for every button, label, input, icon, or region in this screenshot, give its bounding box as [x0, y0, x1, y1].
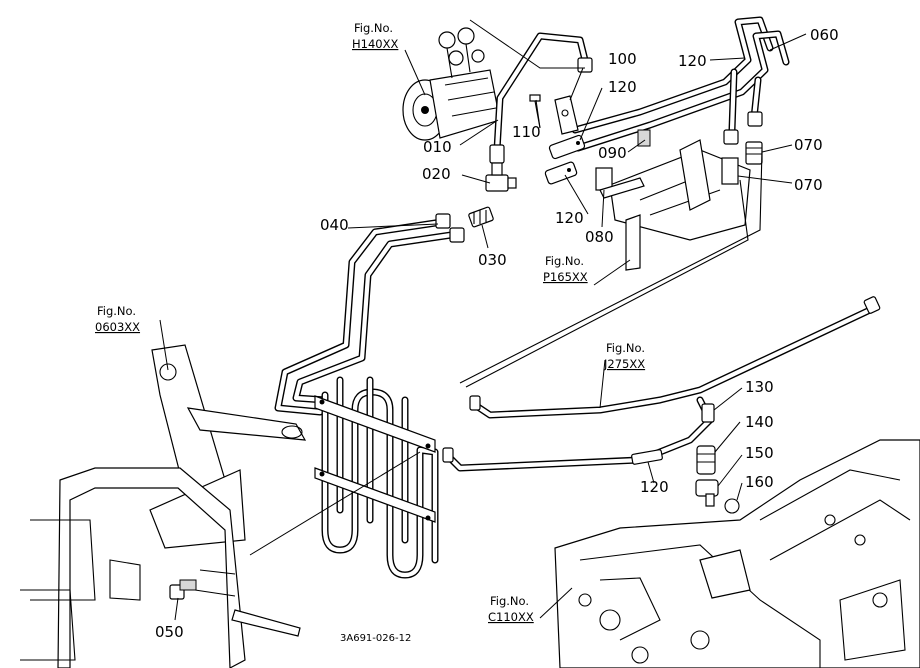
plug-050 [169, 579, 197, 600]
upper-return-pipes [571, 16, 790, 152]
connector-block [544, 134, 586, 185]
fig-ref-p165-title: Fig.No. [545, 254, 584, 268]
adapter-030 [468, 206, 494, 228]
fig-ref-h140-code: H140XX [352, 37, 398, 51]
tee-fitting-020 [485, 162, 517, 192]
clamp-100 [554, 95, 579, 135]
pipe-040 [274, 213, 465, 416]
fig-ref-h140-title: Fig.No. [354, 21, 393, 35]
part-label-130: 130 [745, 378, 774, 396]
oil-cooler-coil [314, 376, 439, 579]
fig-ref-p165-code: P165XX [543, 270, 588, 284]
fittings-140-160 [695, 403, 740, 514]
part-label-010: 010 [423, 138, 452, 156]
part-label-020: 020 [422, 165, 451, 183]
part-label-160: 160 [745, 473, 774, 491]
fig-ref-c110-title: Fig.No. [490, 594, 529, 608]
lower-pipes [442, 296, 881, 472]
part-label-040: 040 [320, 216, 349, 234]
fittings-070 [723, 111, 763, 165]
part-label-120-lower: 120 [640, 478, 669, 496]
pipe-010 [489, 32, 593, 164]
hydraulic-pump-assembly [402, 27, 501, 141]
fig-ref-j275-title: Fig.No. [606, 341, 645, 355]
part-label-120-mid: 120 [555, 209, 584, 227]
fig-ref-j275-code: J275XX [603, 357, 645, 371]
part-label-030: 030 [478, 251, 507, 269]
fig-ref-0603-title: Fig.No. [97, 304, 136, 318]
part-label-060: 060 [810, 26, 839, 44]
part-label-120-top: 120 [678, 52, 707, 70]
fig-ref-c110-code: C110XX [488, 610, 534, 624]
part-label-150: 150 [745, 444, 774, 462]
part-label-100: 100 [608, 50, 637, 68]
part-number-labels: 010 020 030 040 050 060 070 070 080 090 … [155, 26, 839, 641]
fig-ref-0603-code: 0603XX [95, 320, 140, 334]
part-label-110: 110 [512, 123, 541, 141]
drawing-code: 3A691-026-12 [340, 633, 411, 644]
transmission-housing [554, 439, 920, 668]
part-label-120-upper: 120 [608, 78, 637, 96]
part-label-080: 080 [585, 228, 614, 246]
leader-lines [159, 19, 807, 621]
part-label-070-lower: 070 [794, 176, 823, 194]
lines-to-transmission [459, 149, 763, 388]
part-label-090: 090 [598, 144, 627, 162]
part-label-140: 140 [745, 413, 774, 431]
left-frame-assembly [20, 344, 307, 668]
part-label-050: 050 [155, 623, 184, 641]
figure-references: Fig.No. H140XX Fig.No. P165XX Fig.No. 06… [95, 21, 645, 624]
mounting-bracket [595, 129, 751, 271]
part-label-070-upper: 070 [794, 136, 823, 154]
